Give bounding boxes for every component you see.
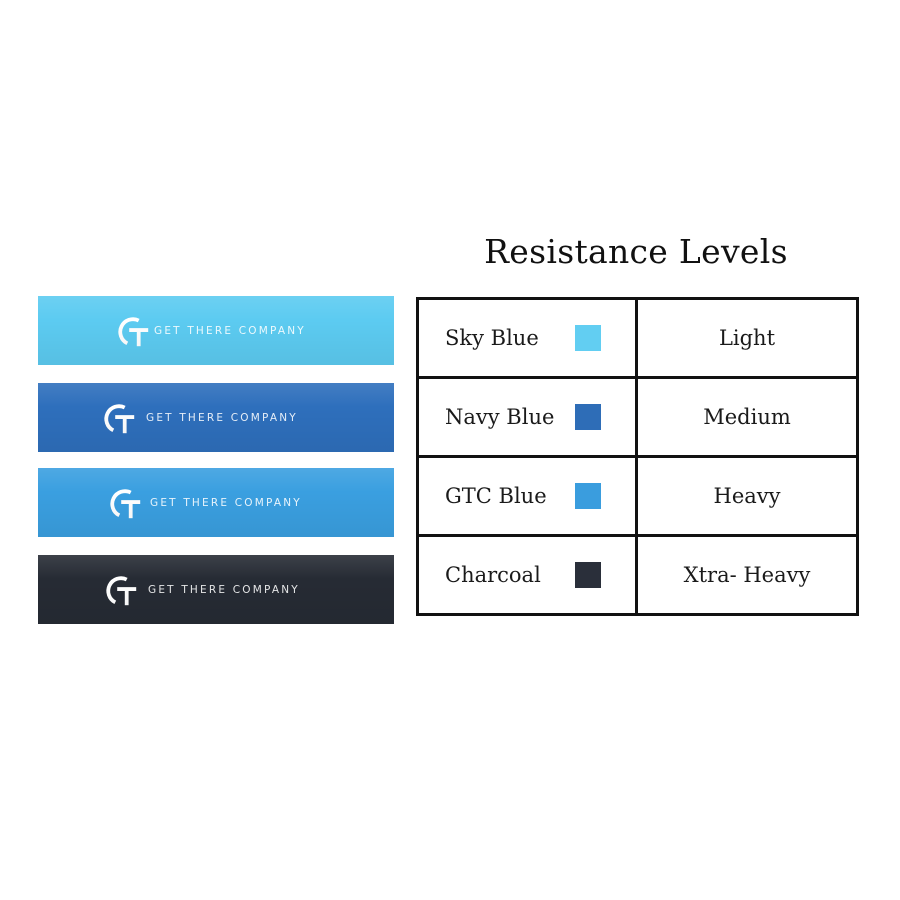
resistance-levels-table: Sky Blue Light Navy Blue Medium GTC Blue [416,297,859,616]
level-cell: Xtra- Heavy [635,534,859,616]
band-brand-text: GET THERE COMPANY [150,496,302,509]
color-cell: GTC Blue [416,455,638,537]
table-row: Charcoal Xtra- Heavy [416,534,859,616]
band-brand-text: GET THERE COMPANY [154,324,306,337]
page-title: Resistance Levels [484,232,788,271]
color-name: Navy Blue [445,405,555,429]
table-row: Navy Blue Medium [416,376,859,458]
level-cell: Medium [635,376,859,458]
color-cell: Navy Blue [416,376,638,458]
resistance-band-gtc-blue: GET THERE COMPANY [38,468,394,537]
table-row: GTC Blue Heavy [416,455,859,537]
resistance-band-navy-blue: GET THERE COMPANY [38,383,394,452]
level-cell: Heavy [635,455,859,537]
color-name: Sky Blue [445,326,539,350]
gt-logo-icon [110,488,141,518]
table-row: Sky Blue Light [416,297,859,379]
color-swatch [575,325,601,351]
level-cell: Light [635,297,859,379]
color-cell: Charcoal [416,534,638,616]
color-name: GTC Blue [445,484,547,508]
gt-logo-icon [104,403,135,433]
color-swatch [575,404,601,430]
color-name: Charcoal [445,563,541,587]
color-swatch [575,483,601,509]
resistance-band-sky-blue: GET THERE COMPANY [38,296,394,365]
resistance-band-charcoal: GET THERE COMPANY [38,555,394,624]
color-cell: Sky Blue [416,297,638,379]
color-swatch [575,562,601,588]
band-brand-text: GET THERE COMPANY [148,583,300,596]
band-brand-text: GET THERE COMPANY [146,411,298,424]
gt-logo-icon [106,575,137,605]
gt-logo-icon [118,316,149,346]
